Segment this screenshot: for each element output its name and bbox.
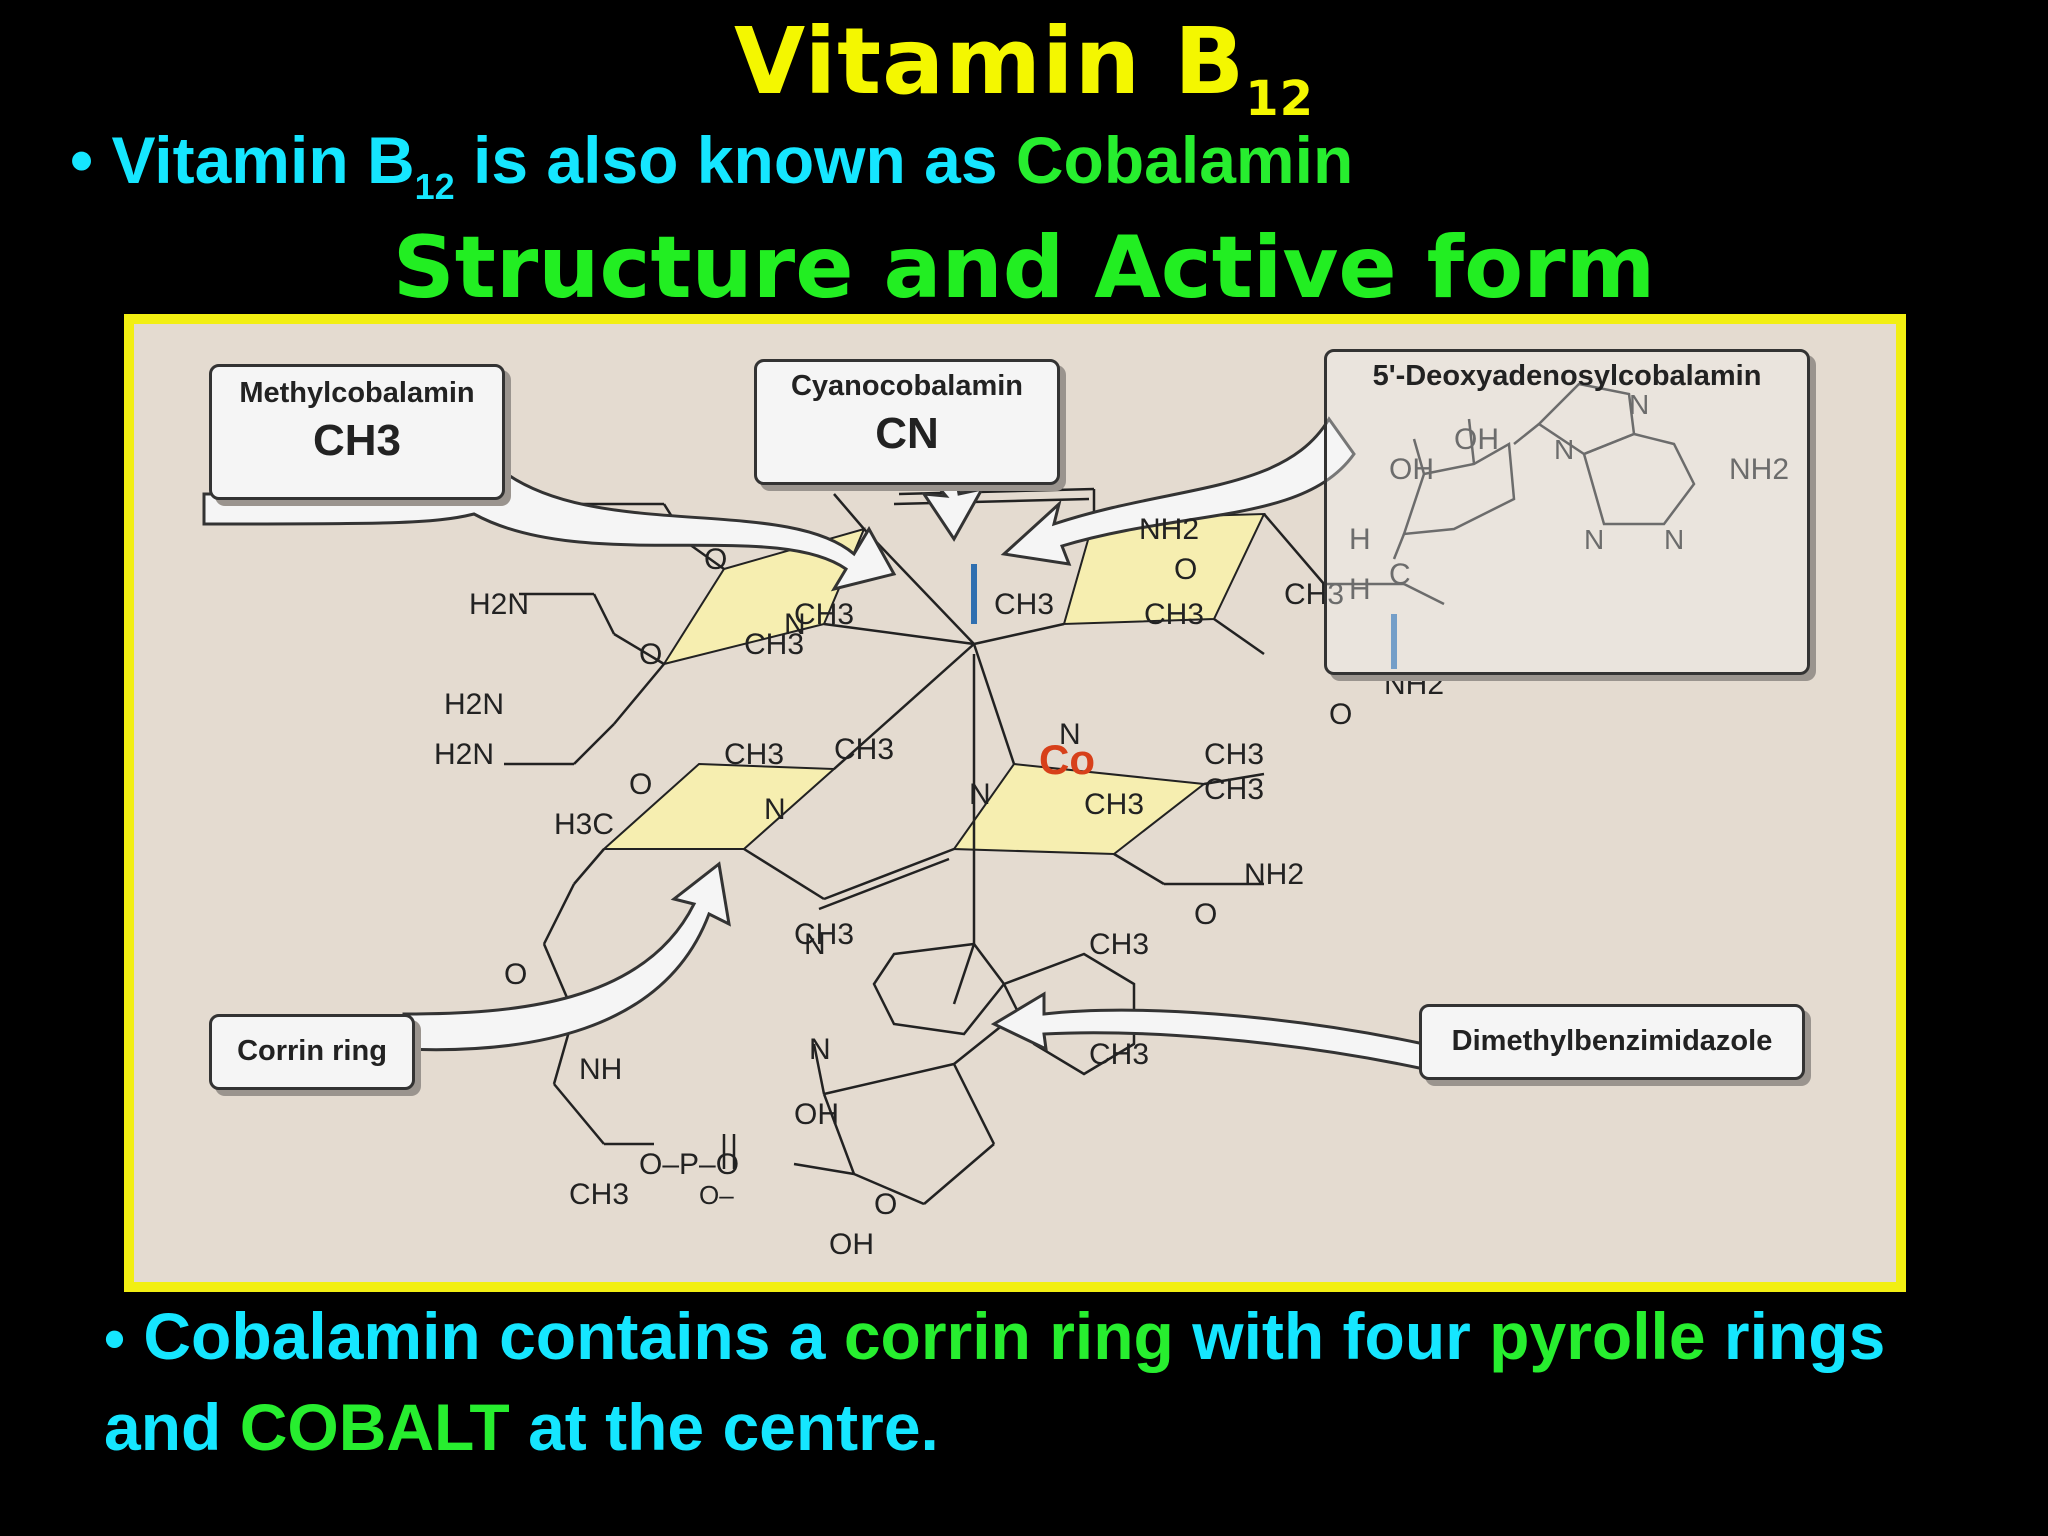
bottom-text-part-1: corrin ring	[843, 1299, 1174, 1373]
bullet-corrin-description: • Cobalamin contains a corrin ring with …	[104, 1292, 2004, 1471]
methyl-14: CH3	[569, 1178, 629, 1211]
adenine-n-2: N	[1629, 389, 1649, 420]
amide-nh2-1: NH2	[1139, 513, 1199, 546]
structure-drawing: Co N N N N N N H2N H2N H2N CH3 CH3 CH3 C…	[202, 382, 1789, 1261]
bullet1-mid: is also known as	[454, 123, 1016, 197]
arrow-deoxy	[1000, 416, 1356, 566]
methyl-11: CH3	[794, 918, 854, 951]
callout-methylcobalamin: Methylcobalamin CH3	[209, 364, 505, 500]
amide-h2n-1: H2N	[469, 588, 529, 621]
title-text: Vitamin B	[733, 8, 1246, 115]
atom-n-1: N	[784, 608, 806, 641]
bottom-text: Cobalamin contains a corrin ring with fo…	[104, 1299, 1885, 1464]
adenine-n-4: N	[1664, 524, 1684, 555]
ribose-o: O	[874, 1188, 897, 1221]
bottom-text-part-2: with four	[1173, 1299, 1490, 1373]
bullet-cobalamin: • Vitamin B12 is also known as Cobalamin	[70, 122, 1353, 208]
methyl-4: CH3	[1144, 598, 1204, 631]
callout-corrin-ring-label: Corrin ring	[237, 1035, 387, 1067]
section-subtitle: Structure and Active form	[392, 218, 1656, 318]
amide-nh: NH	[579, 1053, 622, 1086]
carbonyl-o-7: O	[504, 958, 527, 991]
callout-methylcobalamin-group: CH3	[312, 416, 402, 465]
bottom-text-part-4: rings and	[104, 1299, 1886, 1464]
carbonyl-o-4: O	[1174, 553, 1197, 586]
callout-cyanocobalamin-label: Cyanocobalamin	[790, 370, 1024, 402]
atom-n-4: N	[969, 778, 991, 811]
atom-n-6: N	[809, 1033, 831, 1066]
bottom-text-part-6: at the centre.	[509, 1390, 939, 1464]
adenine-nh2: NH2	[1729, 453, 1789, 486]
carbonyl-o-3: O	[629, 768, 652, 801]
cobalamin-structure-figure: Co N N N N N N H2N H2N H2N CH3 CH3 CH3 C…	[124, 314, 1906, 1292]
bullet-dot: •	[70, 123, 94, 197]
methyl-2: CH3	[794, 598, 854, 631]
methyl-3: CH3	[994, 588, 1054, 621]
bullet1-pre: Vitamin B	[111, 123, 415, 197]
amide-h2n-3: H2N	[434, 738, 494, 771]
atom-n-3: N	[764, 793, 786, 826]
skeleton-bonds	[504, 487, 1445, 1206]
methyl-1: CH3	[744, 628, 804, 661]
bullet1-sub: 12	[414, 166, 455, 207]
ribose-oh-1: OH	[794, 1098, 839, 1131]
callout-corrin-ring: Corrin ring	[209, 1014, 415, 1090]
carbonyl-o-5: O	[1329, 698, 1352, 731]
methyl-10: CH3	[1084, 788, 1144, 821]
carbonyl-o-1: O	[704, 543, 727, 576]
adenosyl-structure	[1392, 382, 1696, 560]
bottom-bullet-dot: •	[104, 1305, 126, 1372]
adenine-n-3: N	[1584, 524, 1604, 555]
carbonyl-o-6: O	[1194, 898, 1217, 931]
bullet1-highlight: Cobalamin	[1015, 123, 1354, 197]
adenosyl-c: C	[1389, 558, 1411, 591]
methyl-6: CH3	[724, 738, 784, 771]
adenine-n-1: N	[1554, 434, 1574, 465]
phosphate-group: O–P–O	[639, 1148, 739, 1181]
methyl-5: CH3	[1284, 578, 1344, 611]
methyl-8: CH3	[1204, 738, 1264, 771]
callout-dimethylbenzimidazole-label: Dimethylbenzimidazole	[1451, 1025, 1773, 1057]
methyl-13: CH3	[1089, 1038, 1149, 1071]
carbonyl-o-2: O	[639, 638, 662, 671]
adenosyl-h-2: H	[1349, 573, 1371, 606]
methyl-7: CH3	[834, 733, 894, 766]
callout-deoxyadenosylcobalamin: 5'-Deoxyadenosylcobalamin	[1324, 349, 1810, 675]
amide-nh2-3: NH2	[1244, 858, 1304, 891]
callout-cyanocobalamin-group: CN	[875, 409, 939, 458]
arrow-dmb	[990, 991, 1426, 1071]
atom-n-5: N	[804, 928, 826, 961]
amide-h2n-2: H2N	[444, 688, 504, 721]
slide-title: Vitamin B12	[0, 8, 2048, 127]
atom-n-2: N	[1059, 718, 1081, 751]
phosphate-o-minus: O–	[699, 1180, 734, 1210]
adenosyl-oh-1: OH	[1454, 423, 1499, 456]
callout-deoxyadenosylcobalamin-label: 5'-Deoxyadenosylcobalamin	[1372, 360, 1762, 392]
bottom-text-part-5: COBALT	[239, 1390, 510, 1464]
arrow-corrin	[402, 861, 731, 1052]
bottom-text-part-3: pyrolle	[1489, 1299, 1706, 1373]
methyl-9: CH3	[1204, 773, 1264, 806]
adenosyl-h-1: H	[1349, 523, 1371, 556]
methyl-12: CH3	[1089, 928, 1149, 961]
callout-cyanocobalamin: Cyanocobalamin CN	[754, 359, 1060, 485]
title-subscript: 12	[1245, 71, 1315, 127]
callout-dimethylbenzimidazole: Dimethylbenzimidazole	[1419, 1004, 1805, 1080]
bottom-text-part-0: Cobalamin contains a	[125, 1299, 844, 1373]
ribose-oh-2: OH	[829, 1228, 874, 1261]
atom-labels: Co N N N N N N H2N H2N H2N CH3 CH3 CH3 C…	[434, 389, 1789, 1261]
methyl-h3c: H3C	[554, 808, 614, 841]
callout-methylcobalamin-label: Methylcobalamin	[239, 377, 475, 409]
adenosyl-oh-2: OH	[1389, 453, 1434, 486]
cobalt-atom: Co	[1039, 736, 1095, 783]
